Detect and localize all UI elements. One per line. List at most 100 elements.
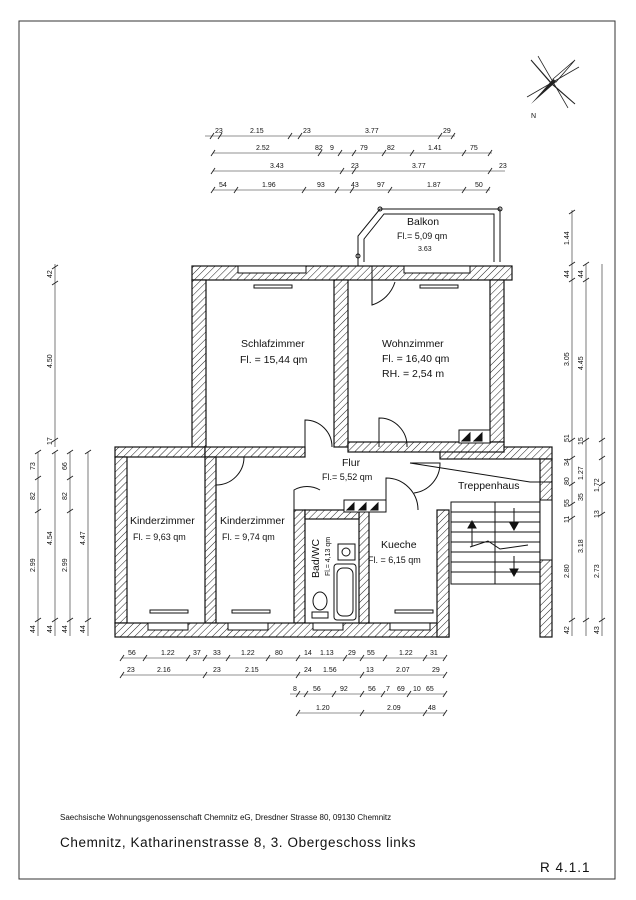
doors xyxy=(215,266,441,516)
dim-label: 51 xyxy=(564,434,571,442)
dim-label: 92 xyxy=(340,686,348,693)
dim-label: 1.22 xyxy=(161,650,175,657)
dim-label: 82 xyxy=(315,145,323,152)
dim-label: 2.07 xyxy=(396,667,410,674)
dim-label: 1.44 xyxy=(564,231,571,245)
dim-label: 1.13 xyxy=(320,650,334,657)
dim-label: 73 xyxy=(30,462,37,470)
dim-label: 48 xyxy=(428,705,436,712)
dim-label: 31 xyxy=(430,650,438,657)
dim-label: 11 xyxy=(564,516,571,523)
balcony xyxy=(355,206,503,266)
room-area-kinderzimmer-2: Fl. = 9,74 qm xyxy=(222,532,275,542)
dim-label: 15 xyxy=(578,437,585,445)
footer-plan-ref: R 4.1.1 xyxy=(540,860,591,875)
dim-label: 9 xyxy=(330,145,334,152)
dim-label: 10 xyxy=(413,686,421,693)
compass-rose-icon: N xyxy=(526,55,580,120)
dim-label: 80 xyxy=(564,477,571,485)
vent-blocks xyxy=(343,429,491,513)
dim-label: 56 xyxy=(128,650,136,657)
dim-label: 23 xyxy=(303,128,311,135)
dim-label: 42 xyxy=(47,270,54,278)
dim-label: 2.73 xyxy=(594,564,601,578)
dim-label: 55 xyxy=(564,499,571,507)
dim-label: 2.09 xyxy=(387,705,401,712)
room-height-wohnzimmer: RH. = 2,54 m xyxy=(382,368,444,380)
dim-label: 4.54 xyxy=(47,531,54,545)
room-area-kueche: Fl. = 6,15 qm xyxy=(368,555,421,565)
radiators xyxy=(149,284,459,614)
dim-label: 56 xyxy=(313,686,321,693)
dim-label: 80 xyxy=(275,650,283,657)
room-labels: Balkon Fl.= 5,09 qm 3.63 Schlafzimmer Fl… xyxy=(130,216,520,578)
dim-label: 23 xyxy=(215,128,223,135)
room-area-bad: Fl.= 4,13 qm xyxy=(325,537,332,576)
footer-address: Chemnitz, Katharinenstrasse 8, 3. Oberge… xyxy=(60,835,416,850)
room-name-wohnzimmer: Wohnzimmer xyxy=(382,338,444,350)
room-name-flur: Flur xyxy=(342,457,361,469)
dim-label: 29 xyxy=(432,667,440,674)
dim-label: 82 xyxy=(387,145,395,152)
dim-label: 1.22 xyxy=(241,650,255,657)
dim-label: 44 xyxy=(80,625,87,633)
dim-label: 35 xyxy=(578,493,585,501)
dim-label: 29 xyxy=(443,128,451,135)
dim-label: 44 xyxy=(47,625,54,633)
room-area-schlafzimmer: Fl. = 15,44 qm xyxy=(240,354,308,366)
dim-label: 2.80 xyxy=(564,564,571,578)
dim-label: 14 xyxy=(304,650,312,657)
dim-label: 23 xyxy=(499,163,507,170)
dim-label: 1.41 xyxy=(428,145,442,152)
room-name-kinderzimmer-1: Kinderzimmer xyxy=(130,515,195,527)
dim-label: 1.96 xyxy=(262,182,276,189)
dim-label: 23 xyxy=(213,667,221,674)
sheet-border xyxy=(18,20,616,880)
dim-label: 17 xyxy=(47,437,54,445)
dim-label: 2.99 xyxy=(30,558,37,572)
dim-label: 1.20 xyxy=(316,705,330,712)
staircase xyxy=(409,462,553,585)
dim-label: 24 xyxy=(304,667,312,674)
dim-label: 3.77 xyxy=(412,163,426,170)
dim-label: 23 xyxy=(351,163,359,170)
dim-label: 3.18 xyxy=(578,539,585,553)
dim-label: 37 xyxy=(193,650,201,657)
dim-label: 3.77 xyxy=(365,128,379,135)
dim-label: 13 xyxy=(366,667,374,674)
dim-label: 44 xyxy=(62,625,69,633)
dim-label: 4.47 xyxy=(80,531,87,545)
room-name-bad: Bad/WC xyxy=(310,538,322,578)
dim-label: 33 xyxy=(213,650,221,657)
dim-label: 66 xyxy=(62,462,69,470)
dim-label: 7 xyxy=(386,686,390,693)
room-area-wohnzimmer: Fl. = 16,40 qm xyxy=(382,353,450,365)
dim-label: 3.43 xyxy=(270,163,284,170)
dim-label: 2.15 xyxy=(250,128,264,135)
dim-label: 69 xyxy=(397,686,405,693)
dim-label: 2.16 xyxy=(157,667,171,674)
dim-label: 2.15 xyxy=(245,667,259,674)
dimension-lines xyxy=(37,135,603,714)
dim-label: 3.05 xyxy=(564,352,571,366)
dim-label: 4.50 xyxy=(47,354,54,368)
windows xyxy=(147,265,553,631)
room-width-balkon: 3.63 xyxy=(418,246,432,253)
dim-label: 43 xyxy=(351,182,359,189)
dim-label: 1.87 xyxy=(427,182,441,189)
room-name-kinderzimmer-2: Kinderzimmer xyxy=(220,515,285,527)
dim-label: 1.27 xyxy=(578,466,585,480)
room-area-flur: Fl.= 5,52 qm xyxy=(322,472,372,482)
footer-company: Saechsische Wohnungsgenossenschaft Chemn… xyxy=(60,813,391,822)
dim-label: 44 xyxy=(564,270,571,278)
dim-label: 93 xyxy=(317,182,325,189)
dim-label: 2.99 xyxy=(62,558,69,572)
dim-label: 2.52 xyxy=(256,145,270,152)
dim-label: 23 xyxy=(127,667,135,674)
dim-label: 55 xyxy=(367,650,375,657)
dim-label: 4.45 xyxy=(578,356,585,370)
dim-label: 82 xyxy=(30,492,37,500)
dim-label: 1.56 xyxy=(323,667,337,674)
dim-label: 79 xyxy=(360,145,368,152)
